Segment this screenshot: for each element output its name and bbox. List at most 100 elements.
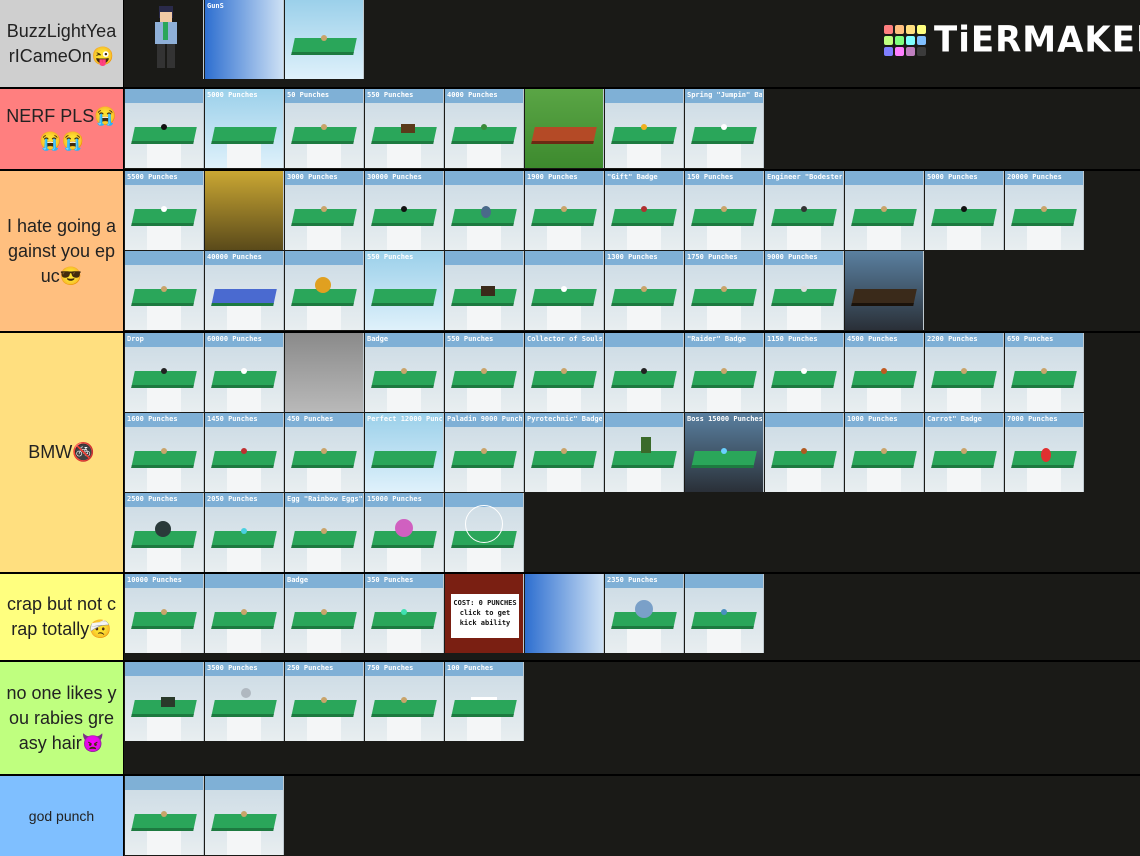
tier-item[interactable]: 5000 Punches (205, 89, 284, 168)
tier-item[interactable] (125, 776, 204, 855)
tier-item[interactable]: Egg "Rainbow Eggs" Badge (285, 493, 364, 572)
tier-item[interactable]: 3000 Punches (285, 171, 364, 250)
tier-item[interactable] (205, 776, 284, 855)
tier-item[interactable]: Spring "Jumpin" Badge (685, 89, 764, 168)
tier-label[interactable]: I hate going against you epuc😎 (0, 171, 124, 331)
tier-item[interactable] (445, 251, 524, 330)
tier-item[interactable] (125, 89, 204, 168)
tier-item[interactable]: Boss 15000 Punches (685, 413, 764, 492)
tier-label[interactable]: no one likes you rabies greasy hair👿 (0, 662, 124, 774)
tile-caption: 150 Punches (687, 173, 734, 181)
tier-item[interactable]: 1450 Punches (205, 413, 284, 492)
tier-item[interactable]: 9000 Punches (765, 251, 844, 330)
tile-caption: 250 Punches (287, 664, 334, 672)
tier-item[interactable]: 3500 Punches (205, 662, 284, 741)
tier-item[interactable]: 1600 Punches (125, 413, 204, 492)
tier-item[interactable]: 1150 Punches (765, 333, 844, 412)
tier-item[interactable]: Pyrotechnic" Badge (525, 413, 604, 492)
tile-caption: 5000 Punches (207, 91, 258, 99)
tier-item[interactable]: 30000 Punches (365, 171, 444, 250)
tier-item[interactable]: Paladin 9000 Punches (445, 413, 524, 492)
tier-item[interactable] (125, 251, 204, 330)
tier-item[interactable] (525, 89, 604, 168)
tier-item[interactable] (845, 251, 924, 330)
tier-item[interactable]: 60000 Punches (205, 333, 284, 412)
tier-item[interactable] (125, 662, 204, 741)
tier-item[interactable]: Badge (285, 574, 364, 653)
tier-item[interactable]: 1000 Punches (845, 413, 924, 492)
tier-item[interactable]: 100 Punches (445, 662, 524, 741)
tier-item[interactable]: 750 Punches (365, 662, 444, 741)
tier-item[interactable]: 250 Punches (285, 662, 364, 741)
tier-item[interactable]: 150 Punches (685, 171, 764, 250)
tile-caption: Pyrotechnic" Badge (527, 415, 602, 423)
tile-caption (447, 495, 522, 504)
tier-item[interactable]: "Gift" Badge (605, 171, 684, 250)
tile-caption: 1300 Punches (607, 253, 658, 261)
tier-item[interactable]: 550 Punches (365, 89, 444, 168)
tier-item[interactable] (285, 333, 364, 412)
tier-item[interactable] (605, 413, 684, 492)
tier-item[interactable]: 15000 Punches (365, 493, 444, 572)
tile-caption (767, 415, 842, 424)
tier-item[interactable] (845, 171, 924, 250)
tier-label[interactable]: NERF PLS😭😭😭 (0, 89, 124, 169)
tier-item[interactable]: 1750 Punches (685, 251, 764, 330)
tier-item[interactable]: 1900 Punches (525, 171, 604, 250)
tier-item[interactable] (205, 574, 284, 653)
tier-item[interactable]: 350 Punches (365, 574, 444, 653)
tier-item[interactable]: 20000 Punches (1005, 171, 1084, 250)
tier-item[interactable]: 4500 Punches (845, 333, 924, 412)
tile-caption: 2500 Punches (127, 495, 178, 503)
tier-item[interactable] (125, 0, 204, 79)
tier-item[interactable]: 50 Punches (285, 89, 364, 168)
tier-item[interactable]: 40000 Punches (205, 251, 284, 330)
tier-item[interactable]: 5500 Punches (125, 171, 204, 250)
tier-item[interactable]: Collector of Souls 4000 Punches (525, 333, 604, 412)
tier-item[interactable]: Drop (125, 333, 204, 412)
tier-item[interactable] (525, 251, 604, 330)
tile-caption (287, 2, 362, 11)
tier-item[interactable] (525, 574, 604, 653)
tier-item[interactable] (765, 413, 844, 492)
tier-item[interactable] (445, 171, 524, 250)
tier-label[interactable]: crap but not crap totally🤕 (0, 574, 124, 660)
tier-row-6: god punch (0, 776, 1140, 856)
tier-item[interactable]: COST: 0 PUNCHES click to get kick abilit… (445, 574, 524, 653)
tier-item[interactable]: 7000 Punches (1005, 413, 1084, 492)
tier-item[interactable] (685, 574, 764, 653)
tier-item[interactable]: 450 Punches (285, 413, 364, 492)
tier-item[interactable]: "Raider" Badge (685, 333, 764, 412)
tier-item[interactable] (205, 171, 284, 250)
tier-item[interactable]: 550 Punches (365, 251, 444, 330)
tiermaker-logo: TiERMAKER (884, 19, 1140, 61)
tier-item[interactable]: Carrot" Badge (925, 413, 1004, 492)
tier-item[interactable] (605, 333, 684, 412)
tile-caption: 5500 Punches (127, 173, 178, 181)
tile-caption (207, 173, 282, 182)
tier-item[interactable]: 5000 Punches (925, 171, 1004, 250)
tier-label[interactable]: god punch (0, 776, 124, 856)
tier-item[interactable]: 1300 Punches (605, 251, 684, 330)
tier-item[interactable]: Perfect 12000 Punches (365, 413, 444, 492)
tile-caption: Drop (127, 335, 144, 343)
tier-item[interactable]: 2350 Punches (605, 574, 684, 653)
tier-item[interactable]: Badge (365, 333, 444, 412)
tier-label[interactable]: BuzzLightYearICameOn😜 (0, 0, 124, 87)
tier-item[interactable] (605, 89, 684, 168)
tier-item[interactable] (285, 0, 364, 79)
tier-item[interactable]: 10000 Punches (125, 574, 204, 653)
tier-item[interactable]: 2050 Punches (205, 493, 284, 572)
tier-label[interactable]: BMW🚳 (0, 333, 124, 572)
tile-caption: Badge (287, 576, 309, 584)
tier-item[interactable] (445, 493, 524, 572)
tier-item[interactable]: 650 Punches (1005, 333, 1084, 412)
tier-item[interactable]: 2200 Punches (925, 333, 1004, 412)
logo-text: TiERMAKER (934, 19, 1140, 61)
tier-item[interactable]: 2500 Punches (125, 493, 204, 572)
tier-item[interactable]: GunS (205, 0, 284, 79)
tier-item[interactable]: 550 Punches (445, 333, 524, 412)
tier-item[interactable]: 4000 Punches (445, 89, 524, 168)
tier-item[interactable]: Engineer "Bodester" Badge (765, 171, 844, 250)
tier-item[interactable] (285, 251, 364, 330)
